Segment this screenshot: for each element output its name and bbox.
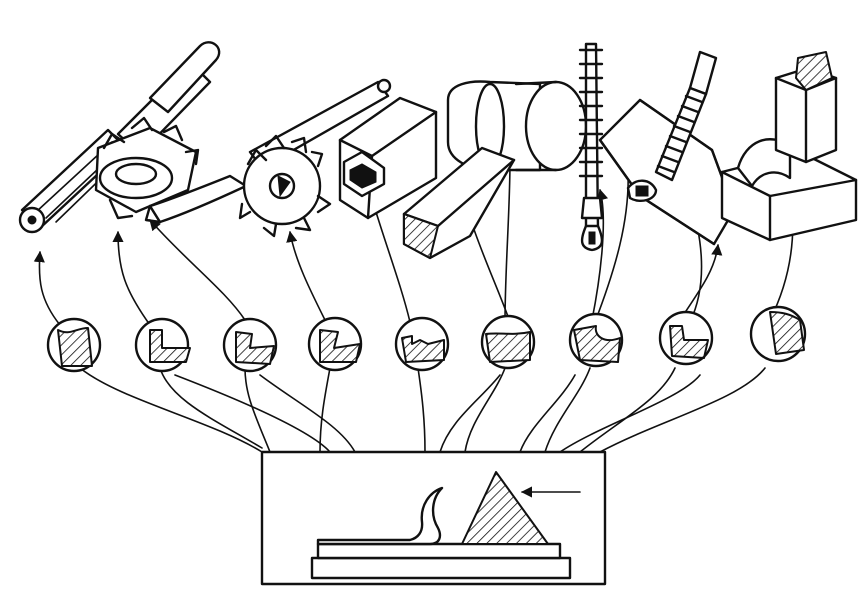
section-circle-7 xyxy=(568,312,624,368)
single-point-tool-wedge xyxy=(461,471,549,545)
boring-bar-tool xyxy=(338,96,438,220)
section-circle-3 xyxy=(222,317,278,373)
form-cutter-tool xyxy=(144,78,392,238)
section-circle-1 xyxy=(46,317,102,373)
section-circle-4 xyxy=(307,316,363,372)
root-connectors xyxy=(79,367,766,453)
tap-tool xyxy=(654,50,718,182)
lathe-turning-tool xyxy=(402,80,588,260)
workpiece xyxy=(316,542,562,560)
section-circle-6 xyxy=(480,314,536,370)
section-circle-9 xyxy=(749,305,807,363)
chip-curl xyxy=(316,486,444,546)
root-tool-box xyxy=(260,450,607,586)
workpiece-base xyxy=(310,556,572,580)
section-circle-2 xyxy=(134,317,191,373)
section-circle-5 xyxy=(394,316,450,372)
section-circles xyxy=(46,305,807,373)
shaper-tool xyxy=(720,51,858,242)
broach-tool xyxy=(578,42,604,252)
section-circle-8 xyxy=(658,310,714,366)
